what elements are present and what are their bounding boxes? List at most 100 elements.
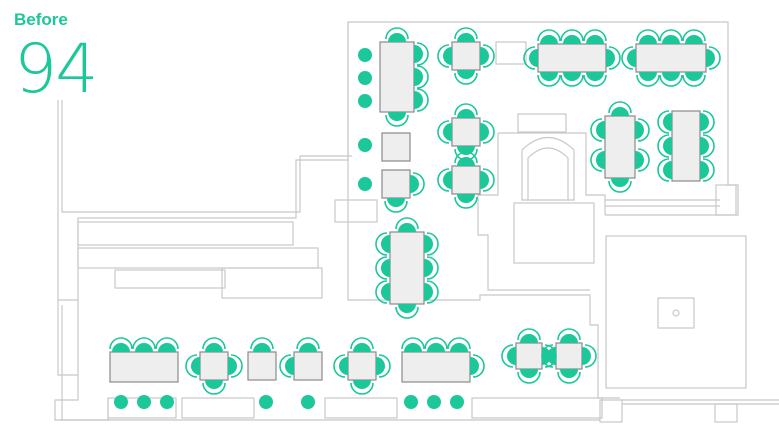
- table: [604, 115, 636, 179]
- chair: [132, 337, 156, 353]
- chair: [395, 303, 419, 319]
- chair: [682, 71, 706, 87]
- seat: [450, 395, 464, 409]
- chair: [659, 71, 683, 87]
- chair: [413, 65, 429, 89]
- chair: [437, 120, 453, 144]
- chair: [413, 88, 429, 112]
- chair: [608, 101, 632, 117]
- seat: [358, 94, 372, 108]
- chair: [250, 337, 274, 353]
- chair: [424, 337, 448, 353]
- chair: [479, 44, 495, 68]
- chair: [350, 337, 374, 353]
- chair: [634, 118, 650, 142]
- chair: [454, 193, 478, 209]
- table: [451, 41, 481, 71]
- seat-count: 94: [14, 30, 99, 109]
- seat: [404, 395, 418, 409]
- table: [515, 342, 543, 370]
- chair: [479, 120, 495, 144]
- table: [401, 351, 471, 383]
- chair: [636, 71, 660, 87]
- chair: [537, 71, 561, 87]
- chair: [657, 158, 673, 182]
- chair: [437, 168, 453, 192]
- chair: [699, 110, 715, 134]
- chair: [409, 172, 425, 196]
- chair: [385, 111, 409, 127]
- chair: [155, 337, 179, 353]
- chair: [479, 168, 495, 192]
- chair: [227, 354, 243, 378]
- before-label: Before: [14, 10, 68, 29]
- chair: [501, 344, 517, 368]
- chair: [384, 197, 408, 213]
- chair: [413, 42, 429, 66]
- chair: [621, 46, 637, 70]
- chair: [185, 354, 201, 378]
- chair: [590, 118, 606, 142]
- chair: [537, 29, 561, 45]
- chair: [636, 29, 660, 45]
- chair: [202, 337, 226, 353]
- chair: [375, 354, 391, 378]
- chair: [557, 368, 581, 384]
- table: [381, 132, 411, 162]
- chair: [202, 379, 226, 395]
- seat: [358, 71, 372, 85]
- chair: [590, 148, 606, 172]
- table: [347, 351, 377, 381]
- table: [555, 342, 583, 370]
- chair: [583, 29, 607, 45]
- chair: [682, 29, 706, 45]
- chair: [401, 337, 425, 353]
- table: [451, 165, 481, 195]
- seat: [301, 395, 315, 409]
- table: [451, 117, 481, 147]
- seat: [137, 395, 151, 409]
- seat: [160, 395, 174, 409]
- chair: [699, 158, 715, 182]
- table: [635, 43, 707, 73]
- table: [293, 351, 323, 381]
- chair: [279, 354, 295, 378]
- chair: [447, 337, 471, 353]
- chair: [423, 232, 439, 256]
- seat: [358, 138, 372, 152]
- table: [537, 43, 607, 73]
- chair: [423, 256, 439, 280]
- chair: [350, 379, 374, 395]
- chair: [634, 148, 650, 172]
- chair: [583, 71, 607, 87]
- chair: [560, 29, 584, 45]
- table: [381, 169, 411, 199]
- chair: [395, 217, 419, 233]
- chair: [437, 44, 453, 68]
- chair: [657, 110, 673, 134]
- chair: [657, 134, 673, 158]
- seats: [109, 27, 721, 409]
- chair: [659, 29, 683, 45]
- chair: [517, 368, 541, 384]
- table: [671, 110, 701, 182]
- table: [109, 351, 179, 383]
- chair: [385, 27, 409, 43]
- chair: [608, 177, 632, 193]
- chair: [560, 71, 584, 87]
- table: [247, 351, 277, 381]
- chair: [454, 27, 478, 43]
- table: [199, 351, 229, 381]
- chair: [581, 344, 597, 368]
- chair: [109, 337, 133, 353]
- chair: [454, 103, 478, 119]
- table: [389, 231, 425, 305]
- chair: [705, 46, 721, 70]
- seat: [427, 395, 441, 409]
- chair: [296, 337, 320, 353]
- seat: [114, 395, 128, 409]
- chair: [699, 134, 715, 158]
- chair: [517, 328, 541, 344]
- tables: [109, 41, 707, 383]
